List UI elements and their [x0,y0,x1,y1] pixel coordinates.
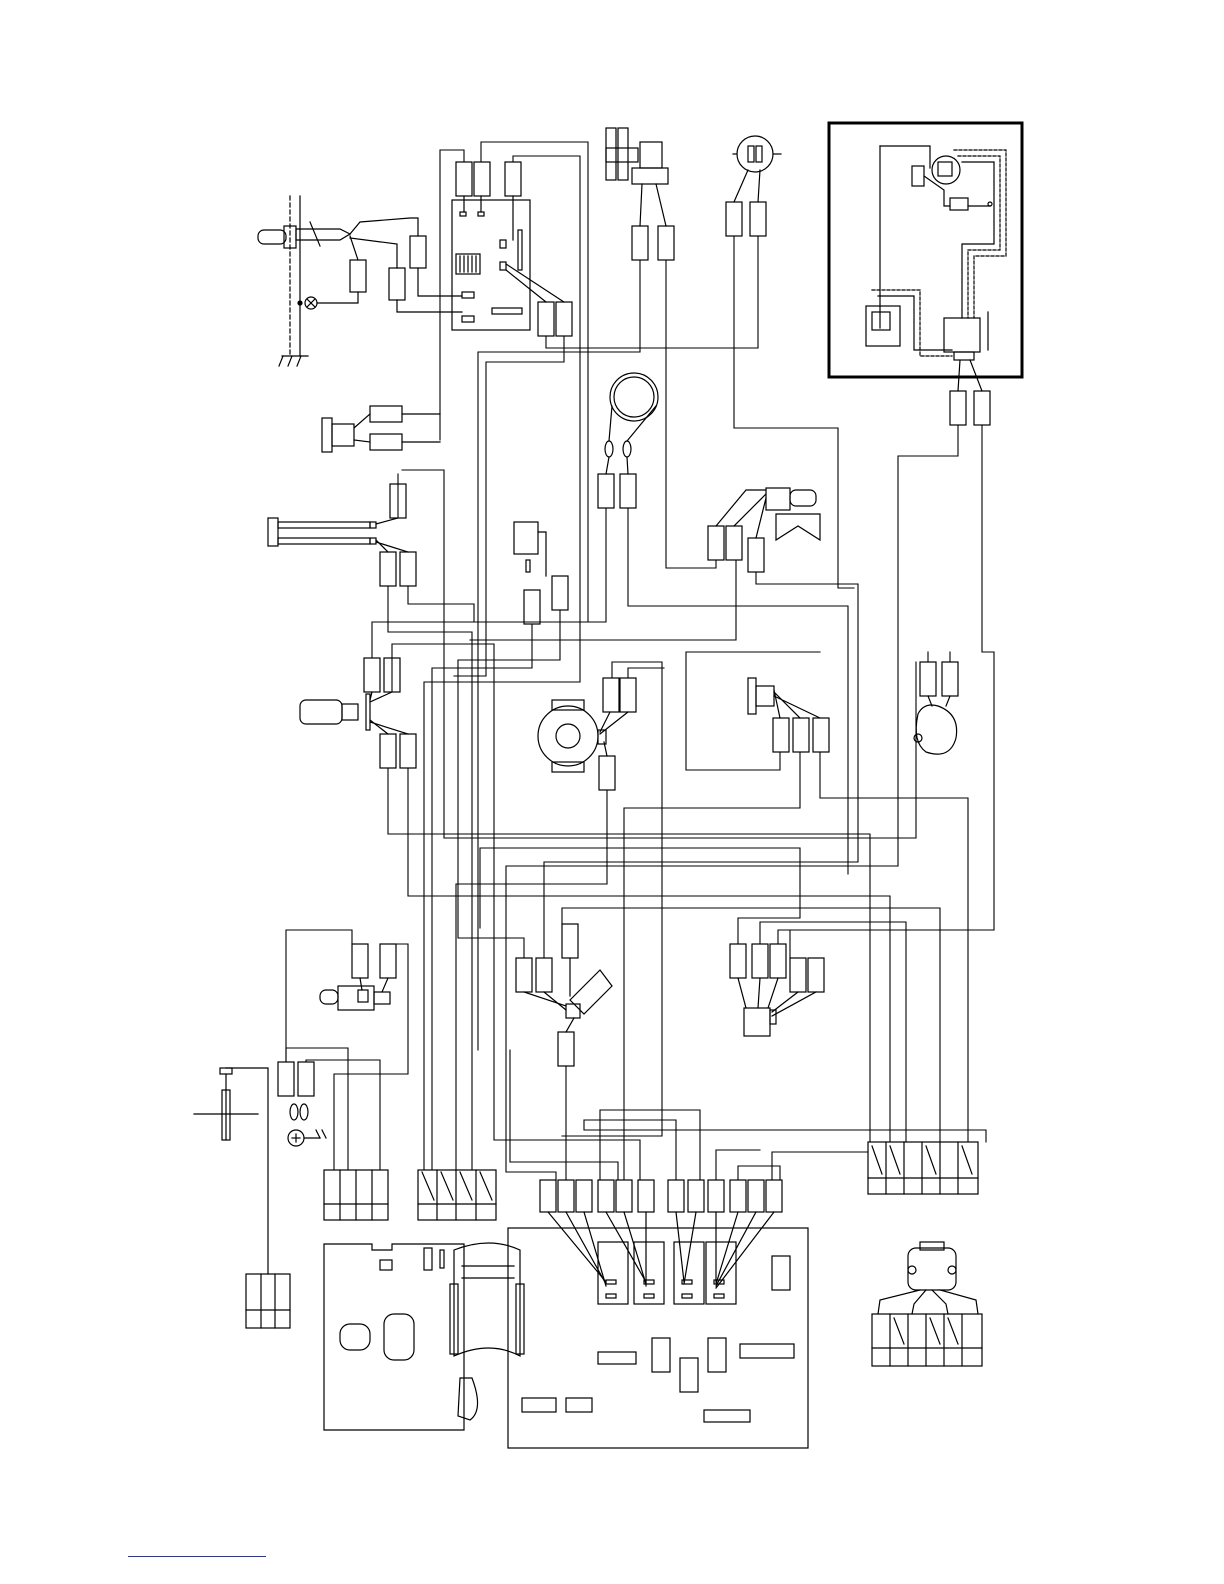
main-relay-board [452,162,572,336]
connector-block-c [868,1142,978,1194]
heater-tube-icon [268,484,416,586]
turntable-motor-icon [914,662,958,754]
ground-icon [194,1062,326,1274]
control-board-right [508,1212,808,1448]
lamp-socket-icon [320,944,396,1010]
thermal-cutout-icon [606,128,674,260]
solenoid-icon [514,522,568,624]
relay-switch-left [516,924,612,1066]
connector-block-b [418,1170,496,1220]
coil-loop-icon [598,373,658,508]
connector-row-main [540,1180,782,1212]
power-plug-icon [258,196,350,366]
fan-motor-icon [300,658,416,768]
control-board-left [324,1243,524,1430]
wiring-harness [286,142,994,1180]
shielded-magnetron-box [829,123,1022,425]
thermostat-icon [322,406,440,452]
power-transformer-icon [872,1242,982,1366]
magnetron-icon [538,678,636,790]
transformer-icon [708,488,820,572]
connector-block-d [246,1274,290,1328]
lamp-icon [726,136,781,236]
relay-switch-right [730,944,824,1036]
connector-block-a [324,1170,388,1220]
door-switch-icon [748,678,829,752]
